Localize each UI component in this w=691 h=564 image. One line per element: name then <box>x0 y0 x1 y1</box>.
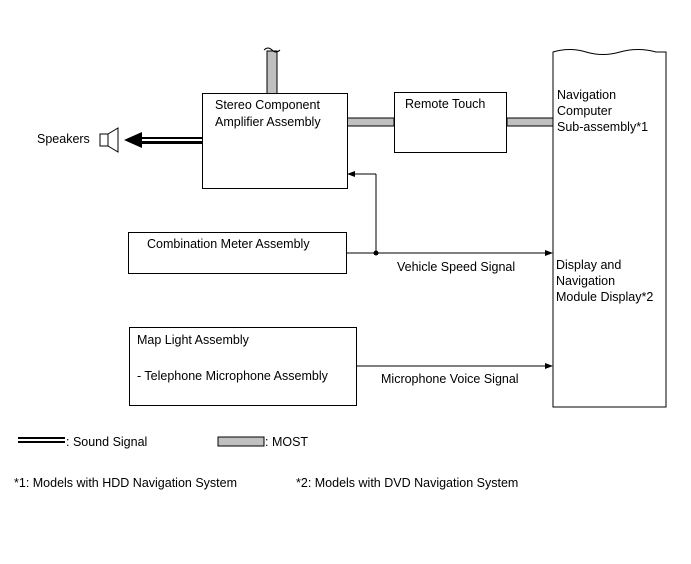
microphone-voice-signal-label: Microphone Voice Signal <box>381 372 519 386</box>
most-bus-upper <box>266 50 278 95</box>
sound-signal-arrow <box>124 132 142 148</box>
nav-computer-label-line1: Navigation <box>557 88 617 102</box>
most-bus-break <box>263 47 281 53</box>
remote-touch-box <box>394 92 507 153</box>
most-bus-amp-remote <box>346 117 395 127</box>
speakers-label: Speakers <box>37 132 90 146</box>
legend-most-symbol <box>217 436 265 447</box>
footnote-hdd: *1: Models with HDD Navigation System <box>14 476 237 490</box>
combination-meter-label: Combination Meter Assembly <box>147 237 310 251</box>
remote-touch-label: Remote Touch <box>405 97 486 111</box>
display-module-label-line2: Navigation <box>556 274 616 288</box>
display-module-label-line1: Display and <box>556 258 622 272</box>
amplifier-label-line2: Amplifier Assembly <box>215 115 321 129</box>
map-light-box <box>129 327 357 406</box>
amplifier-label-line1: Stereo Component <box>215 98 320 112</box>
nav-display-unit-outline <box>552 49 667 408</box>
map-light-label: Map Light Assembly <box>137 333 249 347</box>
amplifier-box <box>202 93 348 189</box>
display-module-label-line3: Module Display*2 <box>556 290 654 304</box>
combination-meter-box <box>128 232 347 274</box>
legend-most-label: : MOST <box>265 435 309 449</box>
nav-computer-label-line3: Sub-assembly*1 <box>557 120 649 134</box>
vehicle-speed-signal-label: Vehicle Speed Signal <box>397 260 516 274</box>
telephone-mic-label: - Telephone Microphone Assembly <box>137 369 328 383</box>
speaker-icon <box>99 127 119 153</box>
nav-computer-label-line2: Computer <box>557 104 612 118</box>
footnote-dvd: *2: Models with DVD Navigation System <box>296 476 519 490</box>
most-bus-remote-nav <box>506 117 554 127</box>
legend-sound-label: : Sound Signal <box>66 435 148 449</box>
